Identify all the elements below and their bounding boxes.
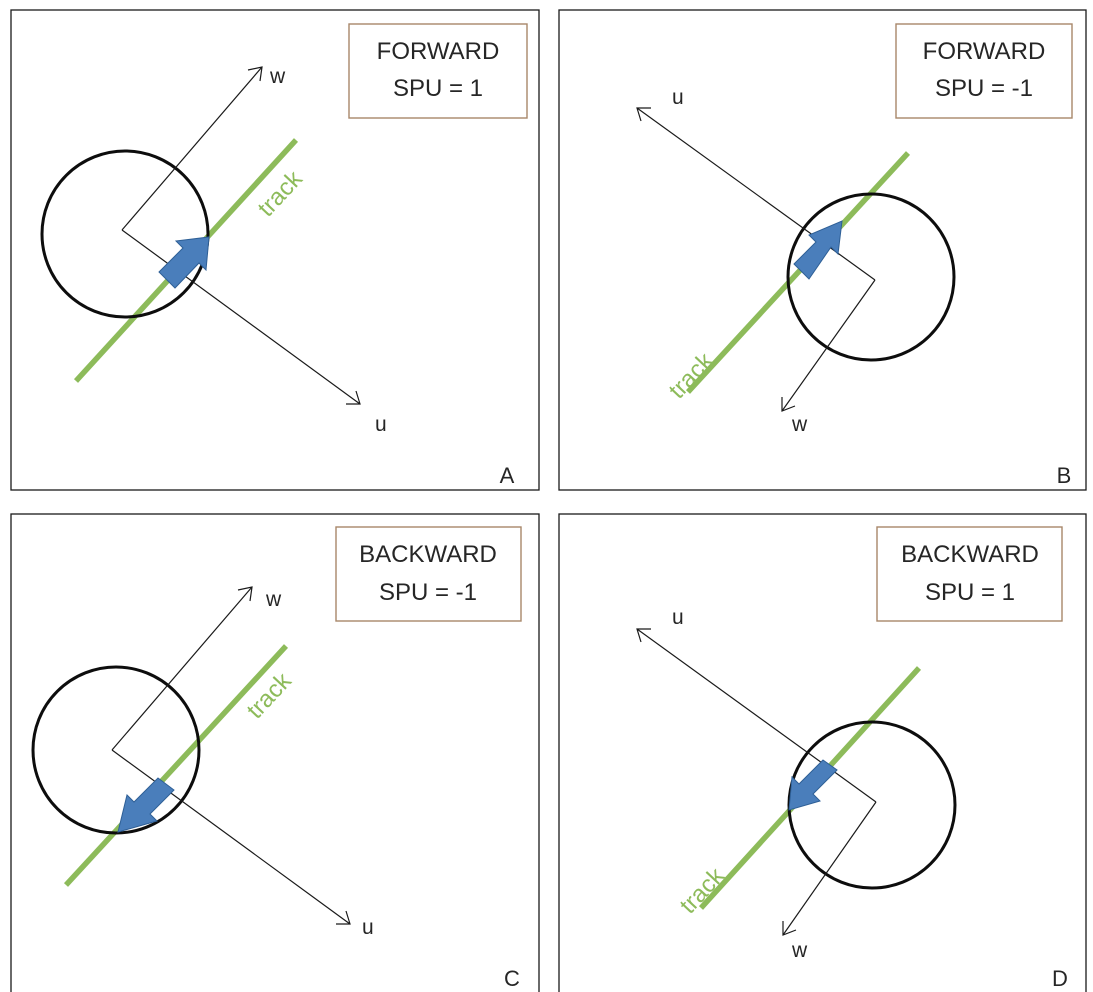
panel-a-u-axis: [121, 229, 361, 405]
panel-b-u-arrowhead: [636, 107, 651, 122]
panel-d: BACKWARD SPU = 1 track u w D: [558, 513, 1087, 992]
panel-a-w-arrowhead: [247, 66, 263, 82]
panel-a-spu-label: SPU = 1: [393, 75, 483, 102]
panel-c-spu-label: SPU = -1: [379, 579, 477, 606]
panel-c-mode-label: BACKWARD: [359, 541, 497, 568]
panel-c-u-arrowhead: [336, 910, 351, 925]
panel-c-direction-arrow: [117, 777, 175, 833]
panel-c-letter: C: [504, 966, 520, 991]
panel-a-w-label: w: [269, 65, 286, 88]
panel-a-mode-label: FORWARD: [377, 38, 500, 65]
panel-c-u-axis: [111, 749, 351, 925]
panel-b-w-arrowhead: [781, 397, 796, 412]
panel-a-mode-box: [348, 23, 528, 119]
panel-b-mode-label: FORWARD: [923, 38, 1046, 65]
panel-a: FORWARD SPU = 1 track w u A: [10, 9, 540, 491]
panel-a-u-arrowhead: [346, 390, 361, 405]
panel-a-body-circle: [40, 149, 210, 319]
panel-c-u-label: u: [362, 916, 374, 939]
panel-d-u-axis: [636, 628, 877, 803]
panel-a-direction-arrow: [158, 236, 210, 289]
panel-b-w-label: w: [791, 413, 808, 436]
panel-d-mode-label: BACKWARD: [901, 541, 1039, 568]
panel-d-u-label: u: [672, 606, 684, 629]
panel-c-mode-box: [335, 526, 522, 622]
panel-b-u-label: u: [672, 86, 684, 109]
panel-c-track-line: [63, 644, 289, 887]
panel-c: BACKWARD SPU = -1 track w u C: [10, 513, 540, 992]
panel-a-letter: A: [500, 463, 515, 488]
panel-d-mode-box: [876, 526, 1063, 622]
panel-b: FORWARD SPU = -1 track u w B: [558, 9, 1087, 491]
panel-b-spu-label: SPU = -1: [935, 75, 1033, 102]
panel-d-spu-label: SPU = 1: [925, 579, 1015, 606]
panel-b-w-axis: [781, 279, 876, 412]
panel-d-u-arrowhead: [636, 628, 651, 643]
panel-d-letter: D: [1052, 966, 1068, 991]
panel-c-w-label: w: [265, 588, 282, 611]
panel-a-u-label: u: [375, 413, 387, 436]
panel-b-direction-arrow: [793, 220, 843, 280]
panel-d-w-arrowhead: [782, 921, 797, 936]
panel-c-w-axis: [111, 586, 253, 751]
panel-d-w-axis: [782, 801, 877, 936]
panel-c-w-arrowhead: [237, 586, 253, 602]
panel-a-w-axis: [121, 66, 263, 231]
panel-b-body-circle: [786, 192, 956, 362]
panel-b-mode-box: [895, 23, 1073, 119]
panel-b-letter: B: [1057, 463, 1072, 488]
panel-c-body-circle: [31, 665, 201, 835]
panel-d-direction-arrow: [788, 759, 838, 811]
panel-d-w-label: w: [791, 939, 808, 962]
